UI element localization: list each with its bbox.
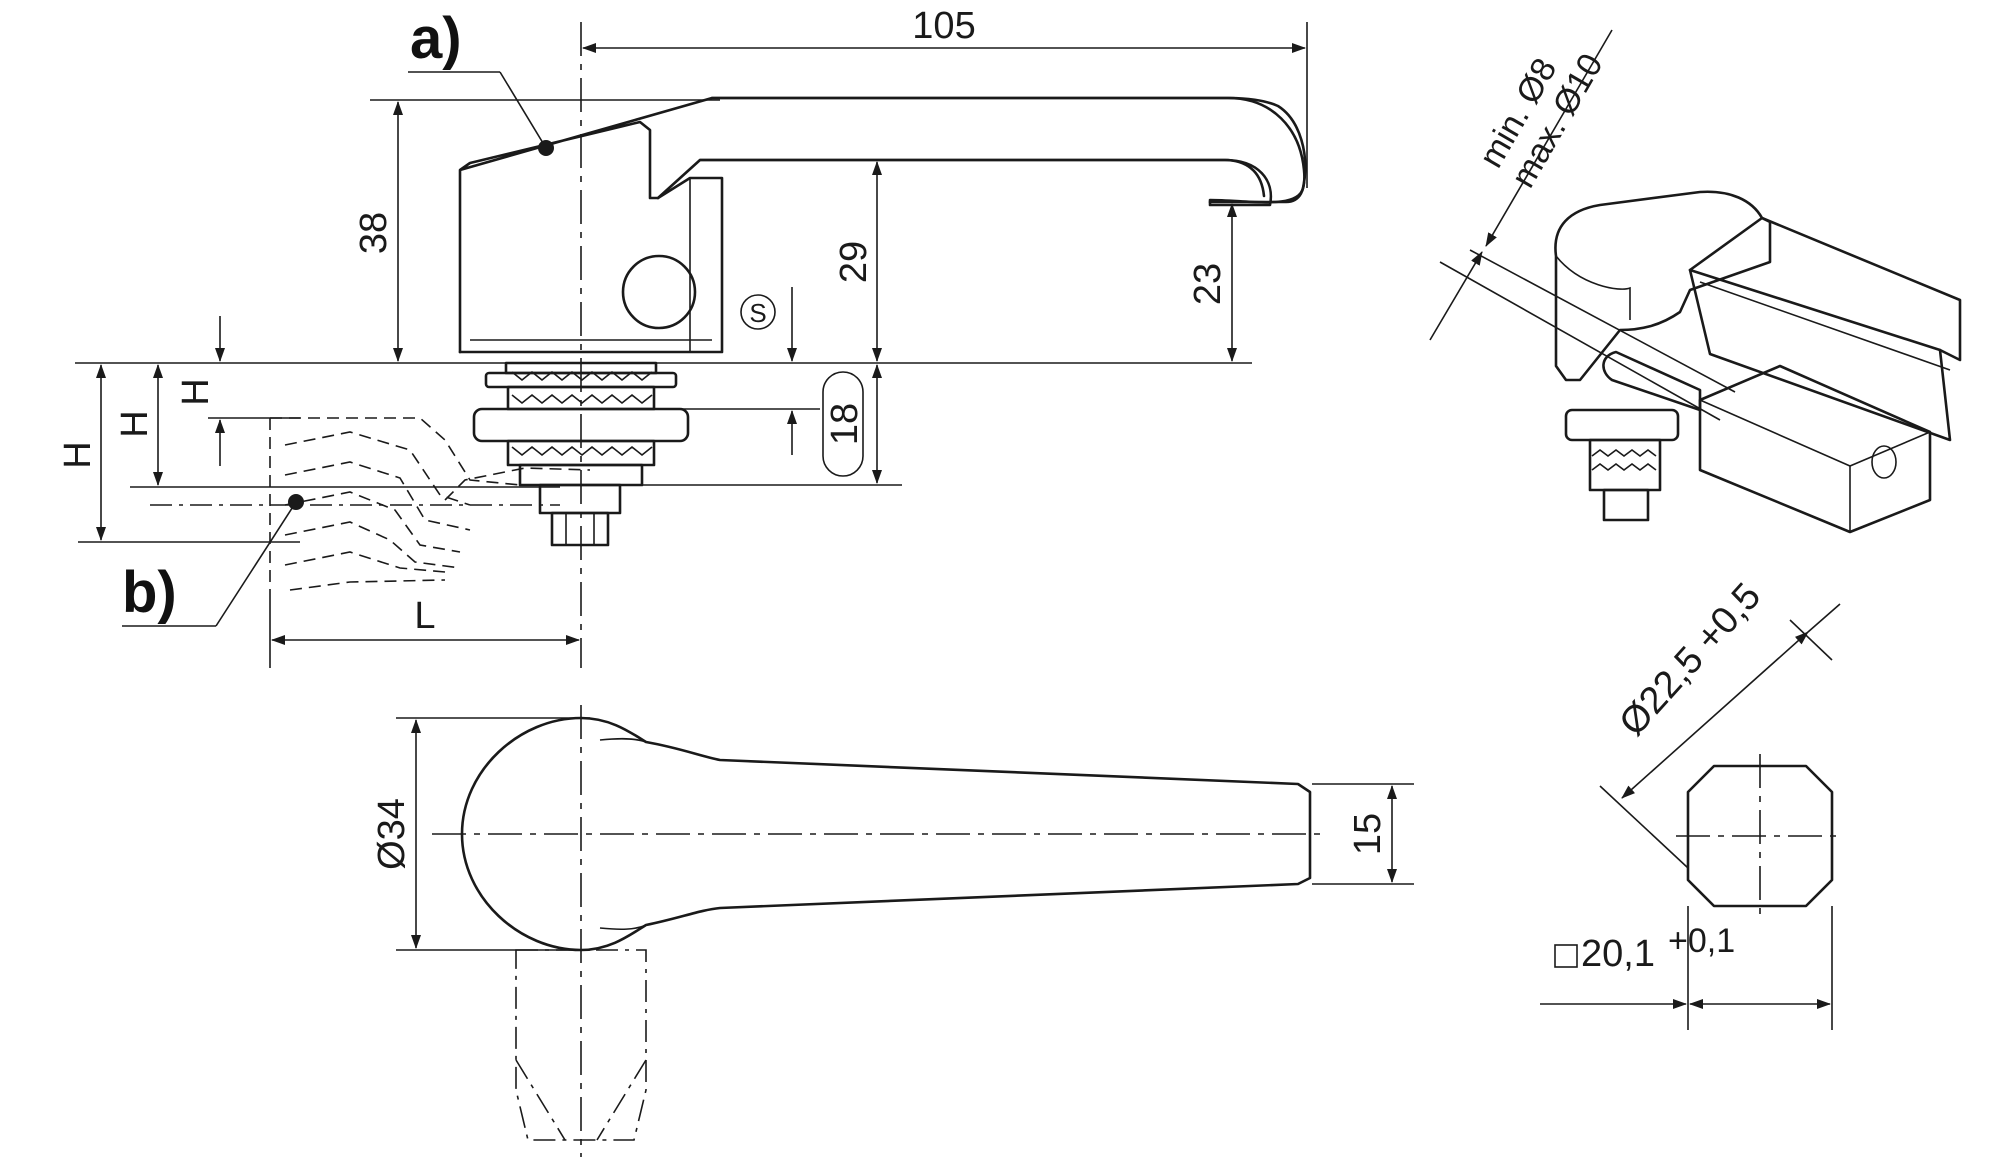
dim-h2: H	[114, 410, 156, 437]
cam-phantom	[150, 417, 591, 591]
dim-29: 29	[833, 241, 875, 283]
callout-b: b)	[122, 560, 177, 625]
panel-cutout-view: Ø22,5 +0,5 20,1 +0,1	[1540, 575, 1844, 1030]
cutout-outline	[1686, 764, 1834, 908]
dim-line-d22-ext	[1807, 603, 1841, 633]
dim-l: L	[414, 595, 435, 637]
housing-block	[458, 176, 724, 354]
dim-38: 38	[353, 212, 395, 254]
dim-h1: H	[175, 378, 217, 405]
callout-b-dot	[288, 494, 304, 510]
callout-b-leader	[215, 501, 297, 627]
dim-square-value: 20,1	[1581, 933, 1655, 975]
callout-a-dot	[538, 140, 554, 156]
isometric-view: min. Ø8 max. Ø10	[1429, 29, 1962, 534]
lever-top-outline	[460, 716, 1312, 952]
dim-h3: H	[57, 441, 99, 468]
ext-line-d22-1	[1599, 785, 1689, 869]
ext-line-d22-2	[1789, 619, 1833, 661]
cam-phantom-top	[515, 949, 647, 1141]
key-cylinder	[621, 254, 697, 330]
symbol-s-circle	[740, 294, 776, 330]
iso-cam-edge-1	[1699, 399, 1851, 467]
dim-d22: Ø22,5 +0,5	[1611, 575, 1769, 744]
side-view: 105 38 29 23 18 S H H H L	[57, 5, 1308, 668]
iso-nut	[1602, 488, 1650, 522]
iso-flange	[1564, 408, 1680, 442]
iso-lever-arm	[1688, 268, 1952, 442]
iso-cam-block	[1698, 364, 1932, 534]
callout-a: a)	[410, 6, 462, 71]
iso-lever-edge	[1699, 281, 1951, 371]
dim-line-d22	[1621, 631, 1809, 799]
dim-line-hole-max	[1485, 29, 1613, 247]
lever-top-profile	[710, 96, 1306, 204]
lever-side-outline	[458, 96, 1307, 354]
iso-lever-top	[1688, 216, 1962, 362]
iso-hole-line-1	[1439, 261, 1721, 421]
dim-18: 18	[824, 403, 866, 445]
iso-keyhole	[1871, 445, 1897, 479]
thread-length-frame	[822, 371, 864, 477]
top-view: Ø34 15	[371, 705, 1414, 1157]
dim-23: 23	[1187, 263, 1229, 305]
callout-a-leader	[499, 71, 547, 149]
hub-seam-bottom	[599, 924, 647, 931]
iso-housing	[1554, 190, 1772, 382]
dim-line-hole-min	[1429, 251, 1483, 341]
dim-square-tol: +0,1	[1668, 922, 1735, 960]
dim-105: 105	[912, 5, 975, 47]
dim-15: 15	[1347, 813, 1389, 855]
iso-thread	[1591, 449, 1657, 471]
iso-rod	[1602, 350, 1702, 412]
dim-d34: Ø34	[371, 798, 413, 870]
lever-bottom-profile	[698, 158, 1266, 198]
iso-hole-line-2	[1469, 249, 1736, 393]
square-symbol	[1554, 944, 1578, 968]
cam-phantom-bevel	[515, 1059, 647, 1141]
iso-housing-edge	[1555, 255, 1631, 320]
symbol-s: S	[749, 298, 766, 328]
hub-seam-top	[599, 737, 647, 743]
